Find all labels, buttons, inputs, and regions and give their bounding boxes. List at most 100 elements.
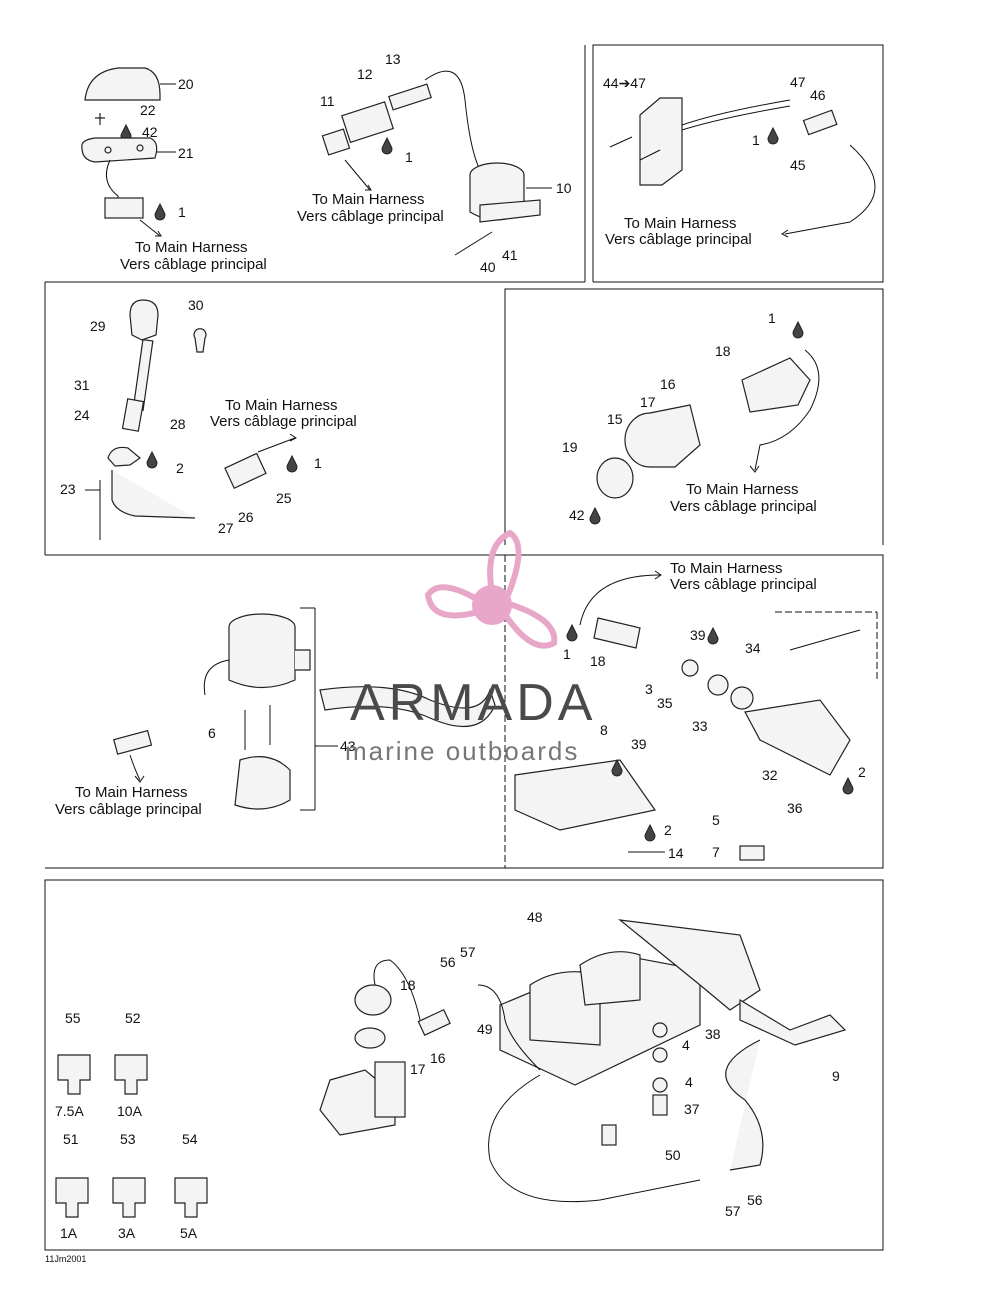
fuse-rating: 7.5A: [55, 1103, 84, 1119]
callout: 1: [405, 149, 413, 165]
harness-label-fr: Vers câblage principal: [670, 498, 817, 515]
callout: 39: [690, 627, 706, 643]
propeller-logo: [424, 529, 558, 649]
watermark-brand: ARMADA: [350, 674, 596, 732]
fuse-55: 55 7.5A: [55, 1010, 91, 1119]
harness-label-en: To Main Harness: [670, 560, 783, 577]
fuse-number: 55: [65, 1010, 81, 1026]
callout: 14: [668, 845, 684, 861]
harness-label-fr: Vers câblage principal: [297, 208, 444, 225]
fuse-52: 52 10A: [114, 1010, 148, 1119]
callout: 49: [477, 1021, 493, 1037]
callout: 16: [430, 1050, 446, 1066]
harness-label-en: To Main Harness: [624, 215, 737, 232]
callout: 4: [682, 1037, 690, 1053]
panel-frames: [44, 44, 884, 1251]
callout: 39: [631, 736, 647, 752]
callout: 3: [645, 681, 653, 697]
callout: 20: [178, 76, 194, 92]
fuse-number: 53: [120, 1131, 136, 1147]
callout: 16: [660, 376, 676, 392]
callout: 27: [218, 520, 234, 536]
fuse-51: 51 1A: [55, 1131, 89, 1241]
callout: 42: [569, 507, 585, 523]
panel-relay: 44➔47 47 46 1 45 To Main Harness Vers câ…: [603, 74, 876, 248]
callout: 56: [440, 954, 456, 970]
callout: 1: [314, 455, 322, 471]
fuse-rating: 1A: [60, 1225, 78, 1241]
callout: 12: [357, 66, 373, 82]
callout: 1: [768, 310, 776, 326]
harness-label-fr: Vers câblage principal: [55, 801, 202, 818]
callout: 31: [74, 377, 90, 393]
callout: 8: [600, 722, 608, 738]
callout: 57: [460, 944, 476, 960]
callout: 25: [276, 490, 292, 506]
callout: 1: [563, 646, 571, 662]
harness-label-en: To Main Harness: [225, 397, 338, 414]
callout: 37: [684, 1101, 700, 1117]
armada-watermark: ARMADA marine outboards: [345, 529, 596, 766]
propeller-blade: [424, 584, 483, 619]
callout: 1: [178, 204, 186, 220]
callout: 43: [340, 738, 356, 754]
callout: 21: [178, 145, 194, 161]
callout: 15: [607, 411, 623, 427]
callout: 17: [410, 1061, 426, 1077]
harness-label-en: To Main Harness: [312, 191, 425, 208]
callout: 35: [657, 695, 673, 711]
callout: 45: [790, 157, 806, 173]
callout: 18: [590, 653, 606, 669]
callout: 29: [90, 318, 106, 334]
callout: 26: [238, 509, 254, 525]
callout: 24: [74, 407, 90, 423]
callout: 42: [142, 124, 158, 140]
fuse-number: 54: [182, 1131, 198, 1147]
callout: 40: [480, 259, 496, 275]
fuse-rating: 5A: [180, 1225, 198, 1241]
callout: 18: [715, 343, 731, 359]
fuse-number: 52: [125, 1010, 141, 1026]
panel-switch-bracket: 1 18 39 34 3 35 33 8 39 32 2 36 5 7 2 14…: [514, 560, 878, 861]
callout: 2: [664, 822, 672, 838]
propeller-hub: [472, 585, 512, 625]
callout: 41: [502, 247, 518, 263]
callout: 2: [176, 460, 184, 476]
propeller-blade: [501, 600, 558, 649]
callout: 10: [556, 180, 572, 196]
callout: 32: [762, 767, 778, 783]
callout: 57: [725, 1203, 741, 1219]
callout: 11: [320, 93, 335, 109]
fuse-54: 54 5A: [174, 1131, 208, 1241]
callout: 7: [712, 844, 720, 860]
panel-socket: 1 18 16 17 15 19 42 To Main Harness Vers…: [562, 310, 820, 525]
callout: 46: [810, 87, 826, 103]
harness-label-en: To Main Harness: [135, 239, 248, 256]
callout: 17: [640, 394, 656, 410]
callout: 33: [692, 718, 708, 734]
propeller-blade: [487, 529, 522, 597]
callout: 28: [170, 416, 186, 432]
panel-nav-light: 20 22 42 21 1 To Main Harness Vers câbla…: [81, 67, 267, 273]
callout: 18: [400, 977, 416, 993]
drawing-code: 11Jm2001: [45, 1254, 86, 1264]
panel-fuse-box: 48 57 56 18 49 16 17 38 4 4 37 9 50 56 5…: [55, 909, 847, 1241]
watermark-tagline: marine outboards: [345, 736, 579, 766]
callout: 19: [562, 439, 578, 455]
harness-label-en: To Main Harness: [75, 784, 188, 801]
panel-stern-light: 30 29 31 24 28 2 1 23 25 26 27 To Main H…: [60, 297, 357, 540]
callout: 44➔47: [603, 75, 646, 91]
callout: 6: [208, 725, 216, 741]
callout: 23: [60, 481, 76, 497]
harness-label-fr: Vers câblage principal: [670, 576, 817, 593]
callout: 50: [665, 1147, 681, 1163]
callout: 36: [787, 800, 803, 816]
callout: 1: [752, 132, 760, 148]
fuse-rating: 10A: [117, 1103, 143, 1119]
panel-bilge-pump: 6 43 To Main Harness Vers câblage princi…: [55, 607, 496, 818]
harness-label-fr: Vers câblage principal: [605, 231, 752, 248]
callout: 22: [140, 102, 156, 118]
callout: 9: [832, 1068, 840, 1084]
callout: 34: [745, 640, 761, 656]
